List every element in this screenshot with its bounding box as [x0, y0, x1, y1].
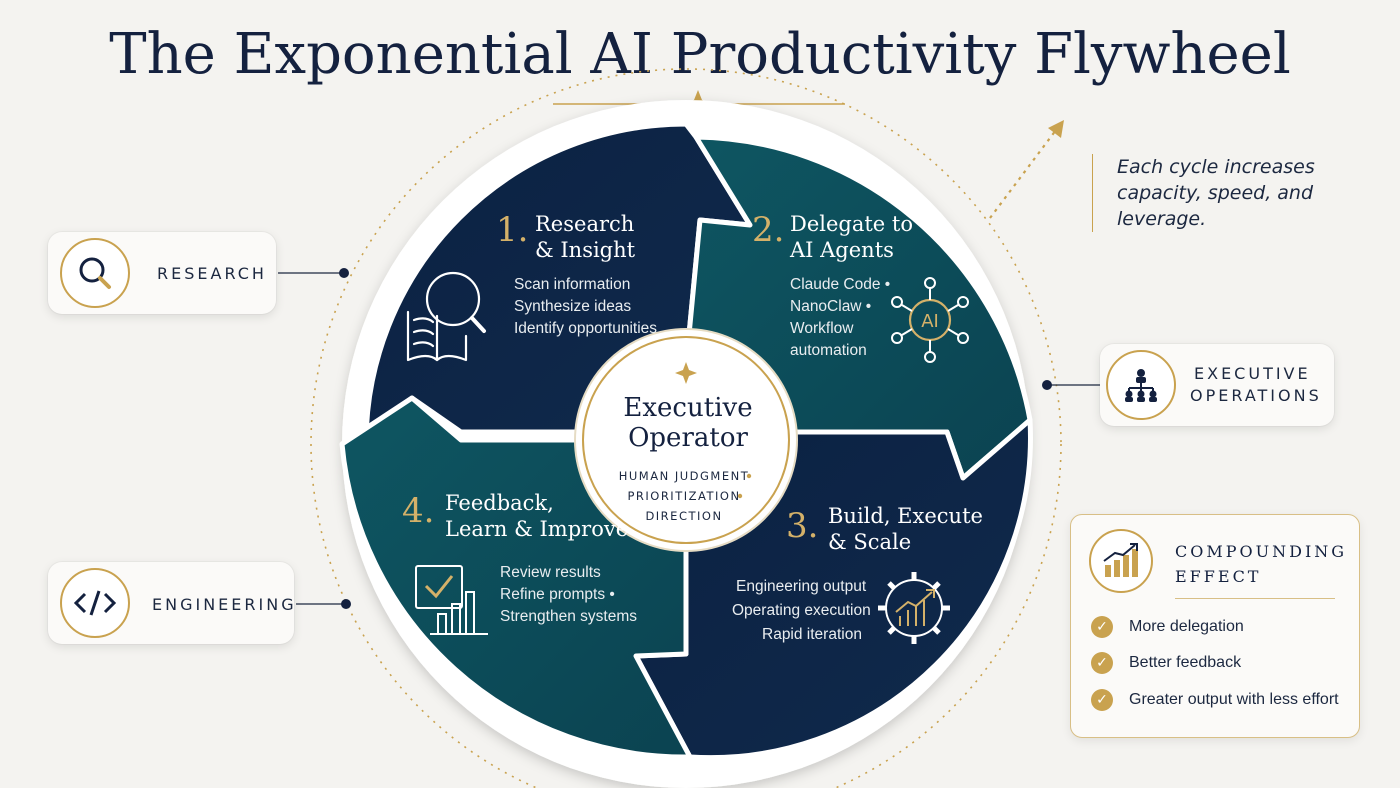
cycle-note: Each cycle increases capacity, speed, an… — [1092, 154, 1347, 232]
pill-operations-label-1: EXECUTIVE — [1194, 364, 1311, 383]
stage-1: 1. Research & Insight Scan information S… — [406, 210, 657, 362]
connectors — [278, 268, 1102, 609]
stage-4-title-1: Feedback, — [445, 491, 554, 515]
compounding-item: ✓ Better feedback — [1091, 651, 1241, 675]
growth-arrow — [989, 120, 1064, 219]
stage-4-item-2: Refine prompts • — [500, 586, 615, 603]
stage-2: 2. Delegate to AI Agents Claude Code • N… — [752, 210, 969, 363]
stage-3-item-2: Operating execution — [732, 602, 871, 619]
center-title-1: Executive — [623, 393, 752, 423]
ai-network-icon: AI — [891, 277, 969, 363]
center-sub-2: PRIORITIZATION — [627, 489, 740, 503]
org-chart-icon — [1106, 350, 1176, 420]
page-title: The Exponential AI Productivity Flywheel — [109, 22, 1291, 87]
center-sub-1: HUMAN JUDGMENT — [619, 469, 750, 483]
compounding-item-2-label: Better feedback — [1129, 654, 1242, 671]
stage-2-number: 2. — [752, 210, 784, 250]
stage-3-title-2: & Scale — [828, 530, 911, 554]
pill-operations: EXECUTIVE OPERATIONS — [1100, 344, 1334, 426]
center-circle: Executive Operator HUMAN JUDGMENT PRIORI… — [574, 328, 798, 552]
gear-chart-icon — [878, 572, 950, 644]
check-icon: ✓ — [1091, 616, 1113, 638]
center-star-icon — [675, 362, 697, 384]
pill-engineering: ENGINEERING — [48, 562, 294, 644]
center-sub-3: DIRECTION — [645, 509, 722, 523]
ai-icon-text: AI — [921, 311, 939, 332]
stage-4-number: 4. — [402, 491, 434, 531]
check-icon: ✓ — [1091, 689, 1113, 711]
compounding-item-1-label: More delegation — [1129, 618, 1244, 635]
stage-2-item-1: Claude Code • — [790, 276, 890, 293]
pill-operations-label-2: OPERATIONS — [1190, 386, 1322, 405]
checklist-chart-icon — [415, 565, 488, 635]
stage-3-item-3: Rapid iteration — [762, 626, 862, 643]
stage-2-item-3: Workflow — [790, 320, 854, 337]
compounding-item: ✓ Greater output with less effort — [1091, 688, 1339, 712]
check-icon: ✓ — [1091, 652, 1113, 674]
code-icon — [60, 568, 130, 638]
pill-engineering-label: ENGINEERING — [152, 595, 297, 614]
compounding-divider — [1175, 598, 1335, 599]
bar-chart-growth-icon — [1089, 529, 1153, 593]
compounding-item: ✓ More delegation — [1091, 615, 1244, 639]
book-magnifier-icon — [406, 271, 486, 362]
stage-3-title-1: Build, Execute — [828, 504, 983, 528]
stage-4-item-1: Review results — [500, 564, 601, 581]
stage-2-title-2: AI Agents — [789, 238, 894, 262]
stage-4-title-2: Learn & Improve — [445, 517, 628, 541]
outer-dotted-ring — [310, 68, 1062, 788]
compounding-effect-card: COMPOUNDING EFFECT ✓ More delegation ✓ B… — [1070, 514, 1360, 738]
stage-1-number: 1. — [496, 210, 528, 250]
compounding-title: COMPOUNDING EFFECT — [1175, 539, 1345, 589]
stage-1-item-1: Scan information — [514, 276, 630, 293]
stage-2-item-2: NanoClaw • — [790, 298, 871, 315]
stage-2-title-1: Delegate to — [790, 212, 913, 236]
compounding-item-3-label: Greater output with less effort — [1129, 691, 1339, 708]
stage-4: 4. Feedback, Learn & Improve Review resu… — [402, 491, 637, 635]
compounding-title-1: COMPOUNDING — [1175, 542, 1348, 561]
stage-2-item-4: automation — [790, 342, 867, 359]
pill-research-label: RESEARCH — [157, 264, 267, 283]
pill-research: RESEARCH — [48, 232, 276, 314]
stage-3-number: 3. — [786, 506, 818, 546]
stage-1-title-1: Research — [535, 212, 634, 236]
center-title-2: Operator — [628, 423, 748, 453]
stage-1-item-3: Identify opportunities — [514, 320, 657, 337]
stage-3-item-1: Engineering output — [736, 578, 867, 595]
stage-3: 3. Build, Execute & Scale Engineering ou… — [732, 504, 983, 644]
search-icon — [60, 238, 130, 308]
stage-4-item-3: Strengthen systems — [500, 608, 637, 625]
compounding-title-2: EFFECT — [1175, 567, 1262, 586]
stage-1-title-2: & Insight — [535, 238, 636, 262]
stage-1-item-2: Synthesize ideas — [514, 298, 631, 315]
